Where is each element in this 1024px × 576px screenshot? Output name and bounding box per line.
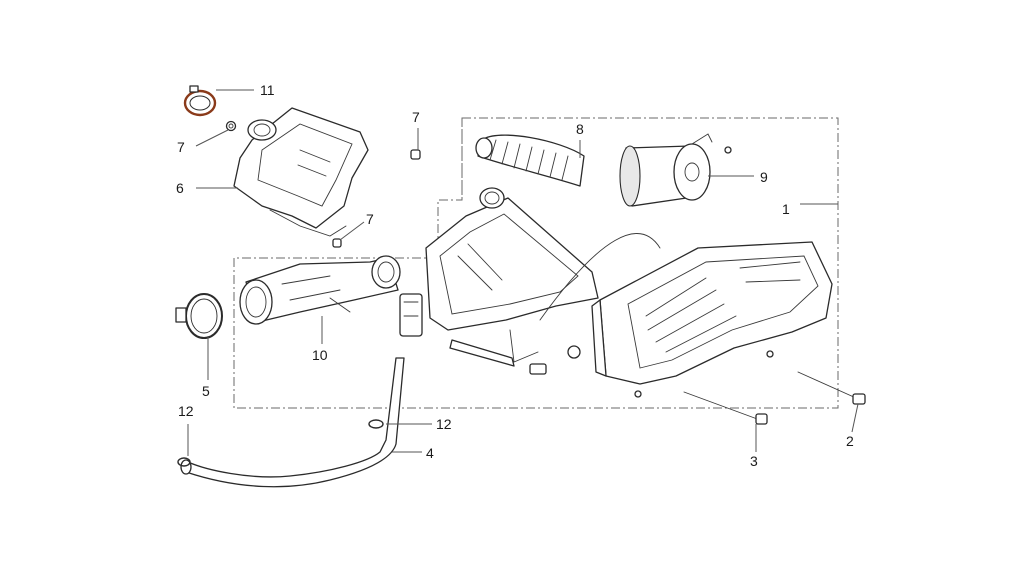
pins (449, 339, 774, 398)
upper-cover-6 (233, 107, 369, 237)
assembly-frame-main (233, 117, 839, 409)
callout-5: 5 (202, 383, 210, 399)
intake-duct-10 (239, 255, 401, 325)
callout-7-left: 7 (177, 139, 185, 155)
callout-10: 10 (312, 347, 328, 363)
bellows-8 (475, 134, 585, 187)
leader-lines (187, 89, 859, 456)
hose-clamp-5 (175, 293, 223, 339)
callout-8: 8 (576, 121, 584, 137)
callout-2: 2 (846, 433, 854, 449)
callout-11: 11 (260, 82, 275, 98)
callout-7-top: 7 (412, 109, 420, 125)
callout-12-upper: 12 (436, 416, 452, 432)
hose-clamp-12-lower (177, 457, 191, 467)
filter-cover-1 (591, 241, 833, 385)
hose-clamp-12-upper (368, 419, 384, 429)
callout-7-bottom: 7 (366, 211, 374, 227)
callout-12-lower: 12 (178, 403, 194, 419)
screw-7-left (225, 120, 237, 132)
callout-6: 6 (176, 180, 184, 196)
drain-hose-4 (180, 293, 423, 488)
callout-9: 9 (760, 169, 768, 185)
bolt-2 (797, 371, 866, 405)
screw-7-bottom (332, 238, 342, 248)
air-box-housing (425, 187, 661, 363)
bolt-3 (683, 391, 768, 425)
callout-3: 3 (750, 453, 758, 469)
screw-7-top (410, 149, 421, 160)
callout-4: 4 (426, 445, 434, 461)
clamp-11 (183, 85, 217, 117)
callout-1: 1 (782, 201, 790, 217)
filter-element-9 (619, 133, 732, 207)
